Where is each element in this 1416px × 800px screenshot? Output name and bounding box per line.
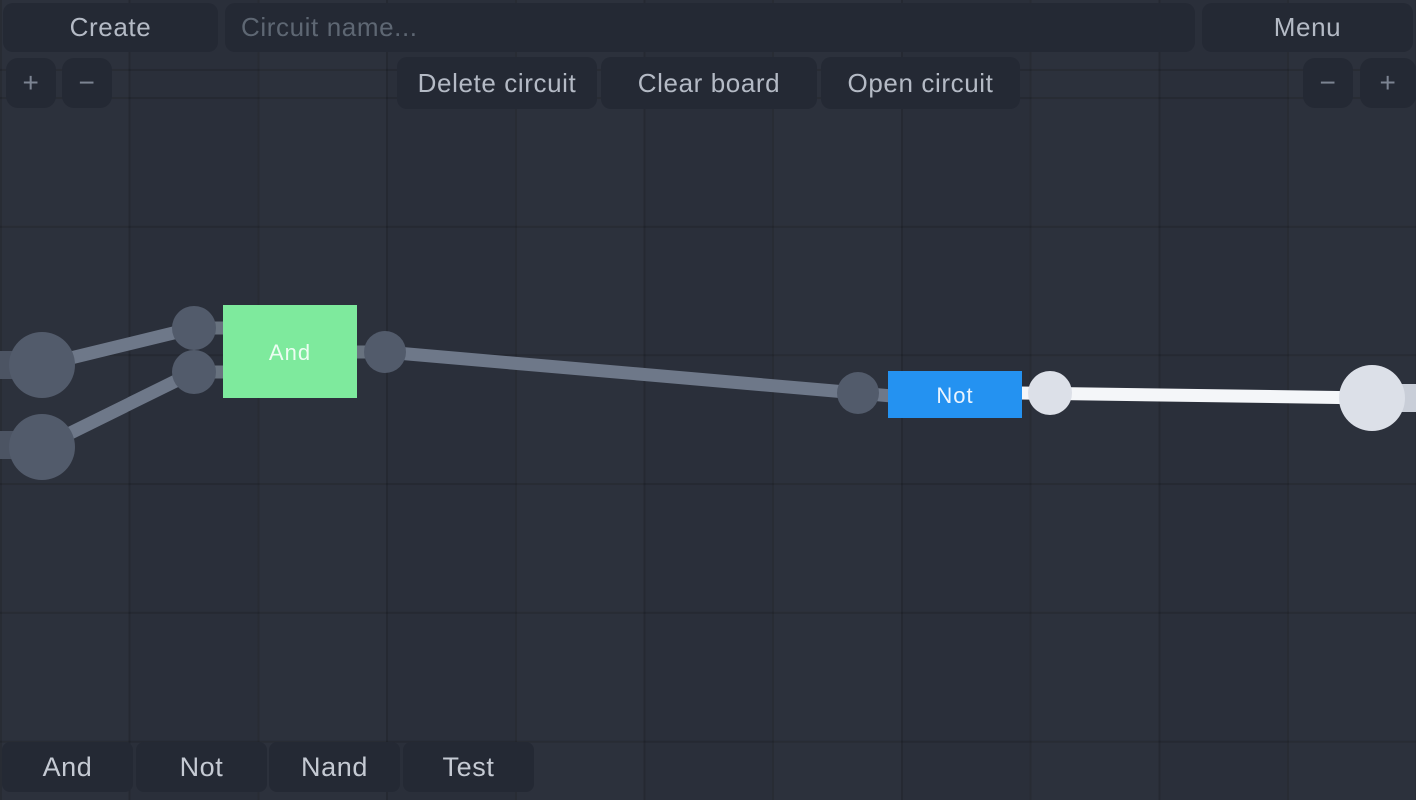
zoom-in-button-right[interactable]: +: [1360, 58, 1416, 108]
palette-item-not[interactable]: Not: [136, 742, 267, 792]
zoom-out-button-right[interactable]: −: [1303, 58, 1353, 108]
and-output-node[interactable]: [364, 331, 406, 373]
gate-and-label: And: [269, 340, 311, 365]
open-circuit-button[interactable]: Open circuit: [821, 57, 1020, 109]
input-node-2[interactable]: [9, 414, 75, 480]
zoom-out-button-left[interactable]: −: [62, 58, 112, 108]
not-input-node[interactable]: [837, 372, 879, 414]
menu-button[interactable]: Menu: [1202, 3, 1413, 52]
clear-board-button[interactable]: Clear board: [601, 57, 817, 109]
create-button[interactable]: Create: [3, 3, 218, 52]
delete-circuit-button[interactable]: Delete circuit: [397, 57, 597, 109]
circuit-name-input[interactable]: [225, 3, 1195, 52]
wire-and-to-not[interactable]: [384, 345, 893, 403]
not-output-node[interactable]: [1028, 371, 1072, 415]
palette-item-nand[interactable]: Nand: [269, 742, 400, 792]
and-input-node-1[interactable]: [172, 306, 216, 350]
wire-not-to-output[interactable]: [1020, 386, 1373, 405]
and-input-node-2[interactable]: [172, 350, 216, 394]
gate-and[interactable]: And: [223, 305, 357, 398]
gate-not[interactable]: Not: [888, 371, 1022, 418]
zoom-in-button-left[interactable]: +: [6, 58, 56, 108]
palette-item-and[interactable]: And: [2, 742, 133, 792]
output-node[interactable]: [1339, 365, 1405, 431]
palette-item-test[interactable]: Test: [403, 742, 534, 792]
gate-not-label: Not: [936, 383, 973, 408]
input-node-1[interactable]: [9, 332, 75, 398]
